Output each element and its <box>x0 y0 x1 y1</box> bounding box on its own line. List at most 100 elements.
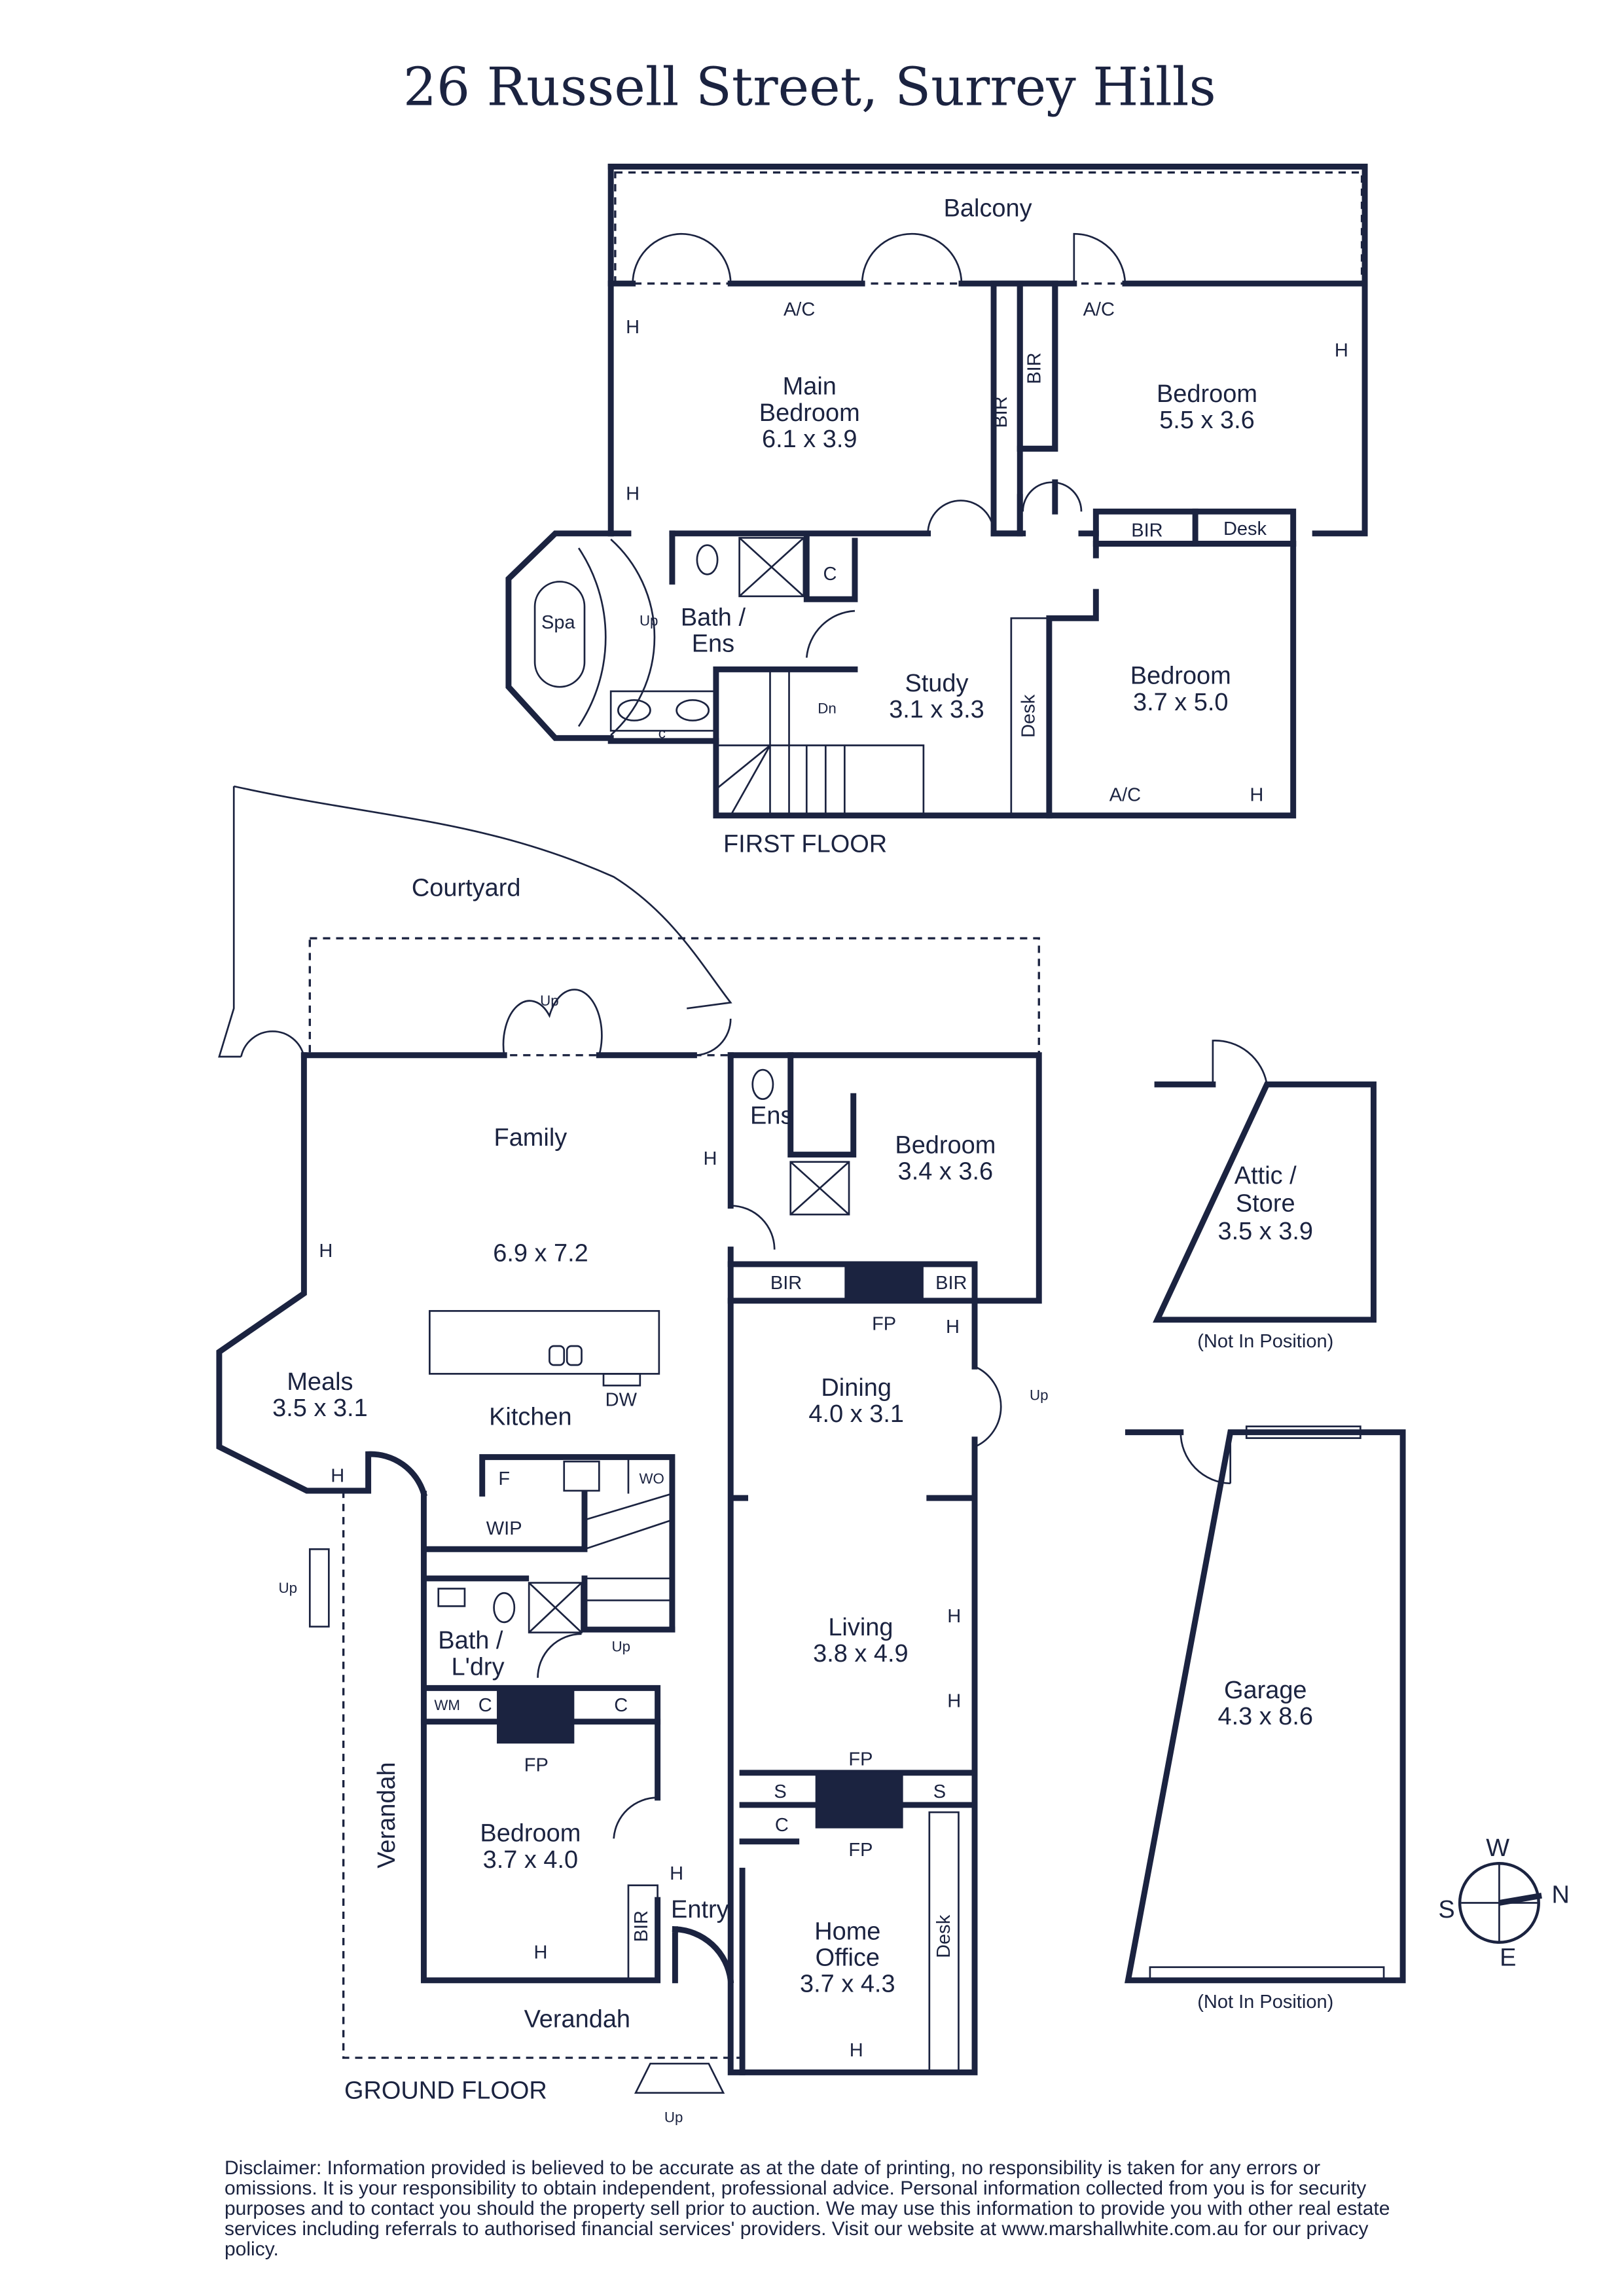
room-dimensions: 3.8 x 4.9 <box>813 1640 909 1667</box>
fridge-label: F <box>498 1468 510 1489</box>
room-verandah-front: Verandah <box>524 2005 630 2033</box>
fireplace-label: FP <box>524 1755 549 1776</box>
shelf-label: S <box>933 1781 946 1802</box>
bir-label: BIR <box>1024 352 1045 384</box>
room-wip: WIP <box>486 1518 522 1539</box>
room-attic: Attic / <box>1235 1162 1297 1190</box>
ground-floor: BIR BIR FP Desk S S C FP FP H H H H Up U… <box>216 785 1049 2125</box>
room-label-line2: Office <box>816 1944 880 1971</box>
room-dining: Dining <box>821 1374 892 1402</box>
not-in-position-note: (Not In Position) <box>1197 1992 1333 2013</box>
room-balcony: Balcony <box>944 194 1032 222</box>
fireplace-label: FP <box>848 1749 873 1770</box>
washing-machine-label: WM <box>434 1697 460 1713</box>
cupboard-label: C <box>478 1695 492 1716</box>
fireplace-label: FP <box>872 1313 896 1334</box>
room-family: Family <box>494 1124 568 1152</box>
wall-oven-label: WO <box>639 1470 664 1487</box>
cupboard-label: C <box>775 1815 789 1836</box>
first-floor: Spa Up c C Dn Desk BIR Desk BIR BIR A/C … <box>505 164 1368 858</box>
attic-store: Attic / Store 3.5 x 3.9 (Not In Position… <box>1153 1040 1377 1352</box>
heater-label: H <box>947 1690 961 1711</box>
room-dimensions: 3.1 x 3.3 <box>889 696 984 723</box>
first-floor-label: FIRST FLOOR <box>723 830 887 858</box>
down-label: Dn <box>818 700 837 716</box>
compass-icon: W N S E <box>1438 1834 1569 1971</box>
compass-e: E <box>1500 1944 1516 1971</box>
compass-n: N <box>1551 1882 1569 1909</box>
compass-s: S <box>1438 1896 1454 1923</box>
bir-label: BIR <box>770 1273 802 1294</box>
room-living: Living <box>828 1614 893 1641</box>
heater-label: H <box>331 1466 344 1487</box>
bir-label: BIR <box>935 1273 967 1294</box>
heater-label: H <box>1250 784 1263 805</box>
heater-label: H <box>319 1241 333 1262</box>
room-garage: Garage <box>1224 1677 1307 1704</box>
bir-label: BIR <box>1131 520 1162 541</box>
heater-label: H <box>947 1606 961 1627</box>
up-label: Up <box>540 993 559 1009</box>
room-bedroom-4: Bedroom <box>895 1131 996 1159</box>
page-title: 26 Russell Street, Surrey Hills <box>403 56 1216 118</box>
heater-label: H <box>1335 340 1348 361</box>
shelf-label: S <box>774 1781 786 1802</box>
room-ens: Ens <box>750 1102 793 1130</box>
room-home-office: Home <box>814 1918 880 1945</box>
room-bedroom-5: Bedroom <box>480 1820 581 1848</box>
room-study: Study <box>905 670 968 697</box>
up-label: Up <box>279 1580 298 1596</box>
room-bath-ens: Bath / <box>681 604 746 631</box>
room-dimensions: 5.5 x 3.6 <box>1159 407 1255 434</box>
heater-label: H <box>946 1317 960 1338</box>
heater-label: H <box>850 2040 863 2061</box>
room-dimensions: 6.1 x 3.9 <box>762 426 857 453</box>
garage: Garage 4.3 x 8.6 (Not In Position) <box>1125 1425 1406 2013</box>
up-label: Up <box>612 1639 631 1655</box>
disclaimer: Disclaimer: Information provided is beli… <box>225 2157 1390 2260</box>
room-label-line2: Ens <box>692 630 734 658</box>
room-dimensions: 3.5 x 3.9 <box>1217 1218 1313 1245</box>
room-label-line2: Store <box>1236 1190 1295 1218</box>
compass-w: W <box>1486 1834 1509 1862</box>
heater-label: H <box>670 1863 683 1884</box>
room-dimensions: 4.3 x 8.6 <box>1217 1703 1313 1730</box>
spa-label: Spa <box>541 612 575 633</box>
room-main-bedroom: Main <box>783 373 837 401</box>
bir-label: BIR <box>990 396 1011 428</box>
room-dimensions: 6.9 x 7.2 <box>493 1240 588 1267</box>
ground-floor-label: GROUND FLOOR <box>344 2077 547 2105</box>
not-in-position-note: (Not In Position) <box>1197 1331 1333 1352</box>
desk-label: Desk <box>1018 694 1039 738</box>
room-dimensions: 3.5 x 3.1 <box>272 1394 368 1422</box>
desk-label: Desk <box>1223 519 1267 539</box>
room-dimensions: 3.4 x 3.6 <box>898 1157 994 1185</box>
room-bath-laundry: Bath / <box>438 1627 503 1654</box>
ac-label: A/C <box>784 299 815 320</box>
room-courtyard: Courtyard <box>412 874 521 902</box>
room-dimensions: 4.0 x 3.1 <box>808 1400 904 1428</box>
room-verandah-side: Verandah <box>373 1762 401 1868</box>
ac-label: A/C <box>1083 299 1115 320</box>
room-label-line2: L'dry <box>452 1653 505 1681</box>
desk-label: Desk <box>933 1914 954 1958</box>
heater-label: H <box>626 317 640 338</box>
up-label: Up <box>664 2109 683 2125</box>
heater-label: H <box>626 483 640 504</box>
up-label: Up <box>1030 1387 1049 1404</box>
up-label: Up <box>640 612 658 629</box>
room-dimensions: 3.7 x 5.0 <box>1133 689 1229 716</box>
room-dimensions: 3.7 x 4.0 <box>483 1846 579 1874</box>
cupboard-label: c <box>658 725 666 741</box>
room-bedroom-2: Bedroom <box>1157 380 1257 408</box>
room-entry: Entry <box>671 1896 729 1923</box>
dishwasher-label: DW <box>605 1390 638 1411</box>
heater-label: H <box>534 1942 548 1963</box>
heater-label: H <box>703 1148 717 1169</box>
cupboard-label: C <box>614 1695 628 1716</box>
room-meals: Meals <box>287 1368 353 1396</box>
cupboard-label: C <box>823 564 837 585</box>
bir-label: BIR <box>631 1910 652 1942</box>
ac-label: A/C <box>1109 784 1141 805</box>
